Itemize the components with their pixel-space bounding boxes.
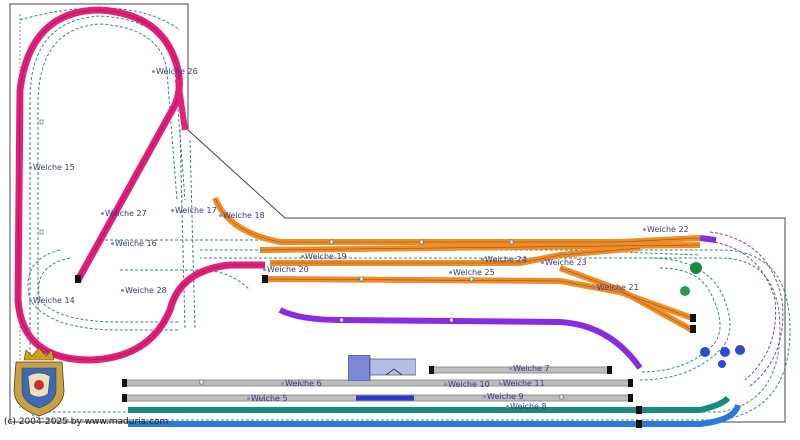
turnout-label: Weiche 24 <box>481 255 527 264</box>
turnout-label: Weiche 8 <box>506 402 547 411</box>
turnout-label: Weiche 19 <box>301 252 347 261</box>
buffer-stop <box>262 275 268 283</box>
copyright-notice: (c) 2004-2025 by www.maduria.com <box>4 417 169 427</box>
blue-mainline <box>128 395 741 427</box>
turnout-label: Weiche 16 <box>111 239 157 248</box>
turnout-label: Weiche 11 <box>499 379 545 388</box>
turnout-label: Weiche 18 <box>219 211 265 220</box>
turnout-label: Weiche 5 <box>247 394 288 403</box>
turnout-label: Weiche 6 <box>281 379 322 388</box>
track-markers <box>39 119 564 400</box>
turnout-label: Weiche 25 <box>449 268 495 277</box>
buffer-stop <box>636 406 642 414</box>
buffer-stop <box>690 314 696 322</box>
turnout-label: Weiche 22 <box>643 225 689 234</box>
turnout-label: Weiche 7 <box>509 364 550 373</box>
purple-tracks <box>278 235 717 370</box>
hidden-tracks-purple <box>699 231 784 387</box>
turnout-label: Weiche 14 <box>29 296 75 305</box>
yard-buffers <box>122 366 633 402</box>
orange-tracks <box>212 196 701 333</box>
coat-of-arms-logo <box>13 347 65 417</box>
buffer-stop <box>636 420 642 428</box>
turnout-label: Weiche 27 <box>101 209 147 218</box>
turnout-label: Weiche 26 <box>152 67 198 76</box>
turnout-label: Weiche 21 <box>593 283 639 292</box>
station-building-icon <box>348 355 416 381</box>
turnout-label: Weiche 17 <box>171 206 217 215</box>
turnout-label: Weiche 9 <box>483 392 524 401</box>
trees <box>680 262 745 368</box>
buffer-stop <box>690 325 696 333</box>
magenta-loop <box>14 6 265 364</box>
buffer-stop <box>75 275 81 283</box>
turnout-label: Weiche 20 <box>263 265 309 274</box>
teal-mainline <box>128 395 731 413</box>
turnout-label: Weiche 28 <box>121 286 167 295</box>
turnout-label: Weiche 15 <box>29 163 75 172</box>
turnout-label: Weiche 10 <box>444 380 490 389</box>
turnout-label: Weiche 23 <box>541 258 587 267</box>
